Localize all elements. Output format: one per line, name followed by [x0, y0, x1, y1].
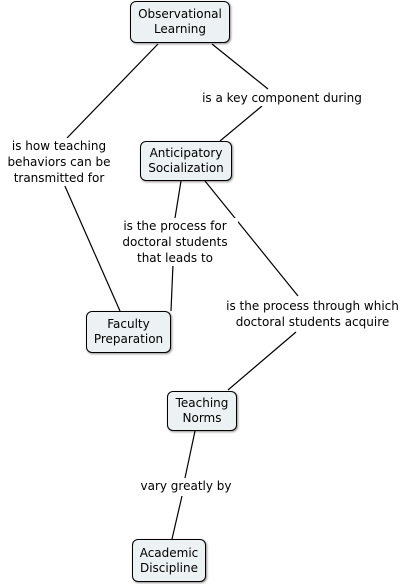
- connector-line: [63, 183, 121, 312]
- connector-line: [174, 180, 182, 219]
- node-teaching-norms[interactable]: Teaching Norms: [167, 391, 237, 431]
- link-key-component: is a key component during: [196, 90, 368, 106]
- link-process-acquire: is the process through which doctoral st…: [218, 298, 403, 330]
- connector-line: [227, 331, 297, 391]
- connector-line: [66, 43, 159, 139]
- connector-line: [219, 105, 263, 142]
- connector-line: [171, 495, 183, 540]
- connector-line: [204, 180, 299, 297]
- link-teaching-behaviors: is how teaching behaviors can be transmi…: [0, 138, 118, 186]
- connector-line: [211, 43, 269, 90]
- link-vary-greatly: vary greatly by: [134, 478, 238, 494]
- link-process-leads-to: is the process for doctoral students tha…: [112, 218, 238, 266]
- node-observational-learning[interactable]: Observational Learning: [130, 1, 230, 43]
- node-faculty-preparation[interactable]: Faculty Preparation: [86, 311, 171, 353]
- connector-line: [170, 263, 174, 312]
- node-anticipatory-socialization[interactable]: Anticipatory Socialization: [140, 141, 232, 181]
- node-academic-discipline[interactable]: Academic Discipline: [132, 539, 206, 582]
- connector-line: [184, 430, 196, 479]
